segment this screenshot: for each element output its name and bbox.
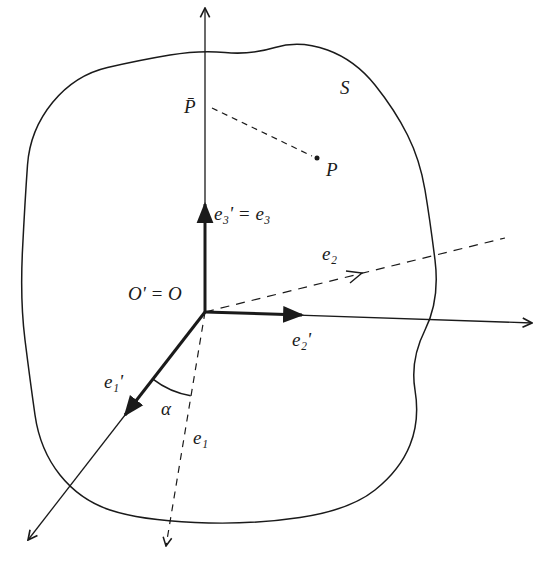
point-label: P bbox=[326, 160, 338, 181]
axis-1 bbox=[28, 312, 205, 540]
axis-2 bbox=[205, 312, 532, 323]
origin-label: O' = O bbox=[128, 284, 182, 305]
vector-label: e₂' bbox=[292, 330, 311, 351]
e2-arrowhead bbox=[346, 271, 362, 283]
point-p bbox=[315, 156, 320, 161]
point-label: P̄ bbox=[184, 97, 196, 118]
angle-label: α bbox=[161, 399, 171, 420]
vector-label: e₃' = e₃ bbox=[214, 204, 270, 225]
projection-line bbox=[212, 108, 312, 156]
vector-label: e₂ bbox=[322, 244, 337, 265]
vector-label: e₁ bbox=[193, 428, 208, 449]
axis-3 bbox=[204, 8, 205, 312]
surface-label: S bbox=[340, 78, 350, 99]
vector-label: e₁' bbox=[104, 372, 123, 393]
axis-e2-dashed bbox=[205, 238, 505, 312]
surface-outline bbox=[22, 44, 437, 523]
angle-arc bbox=[153, 379, 191, 396]
vector-e2-prime bbox=[205, 312, 302, 315]
vector-e3 bbox=[204, 204, 207, 312]
